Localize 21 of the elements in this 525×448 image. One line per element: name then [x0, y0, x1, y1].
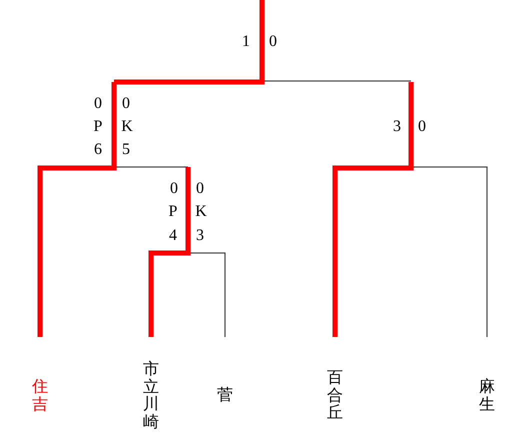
score-text: 6	[94, 142, 102, 158]
score-text: K	[195, 204, 207, 220]
team-name: 百合丘	[327, 370, 343, 422]
score-text: 0	[418, 119, 426, 135]
score-text: 4	[169, 228, 177, 244]
score-text: 0	[269, 34, 277, 50]
score-text: P	[94, 119, 102, 135]
team-name: 住吉	[32, 378, 48, 414]
team-name: 麻生	[479, 378, 495, 414]
score-text: 0	[122, 96, 130, 112]
score-text: 0	[94, 96, 102, 112]
team-name: 市立川崎	[143, 360, 159, 432]
score-text: 3	[196, 228, 204, 244]
score-text: K	[121, 119, 133, 135]
score-text: 0	[170, 181, 178, 197]
score-text: P	[168, 204, 178, 220]
score-text: 1	[242, 34, 250, 50]
score-text: 0	[196, 181, 204, 197]
score-text: 5	[122, 142, 130, 158]
team-name: 菅	[217, 387, 233, 405]
score-text: 3	[393, 119, 401, 135]
